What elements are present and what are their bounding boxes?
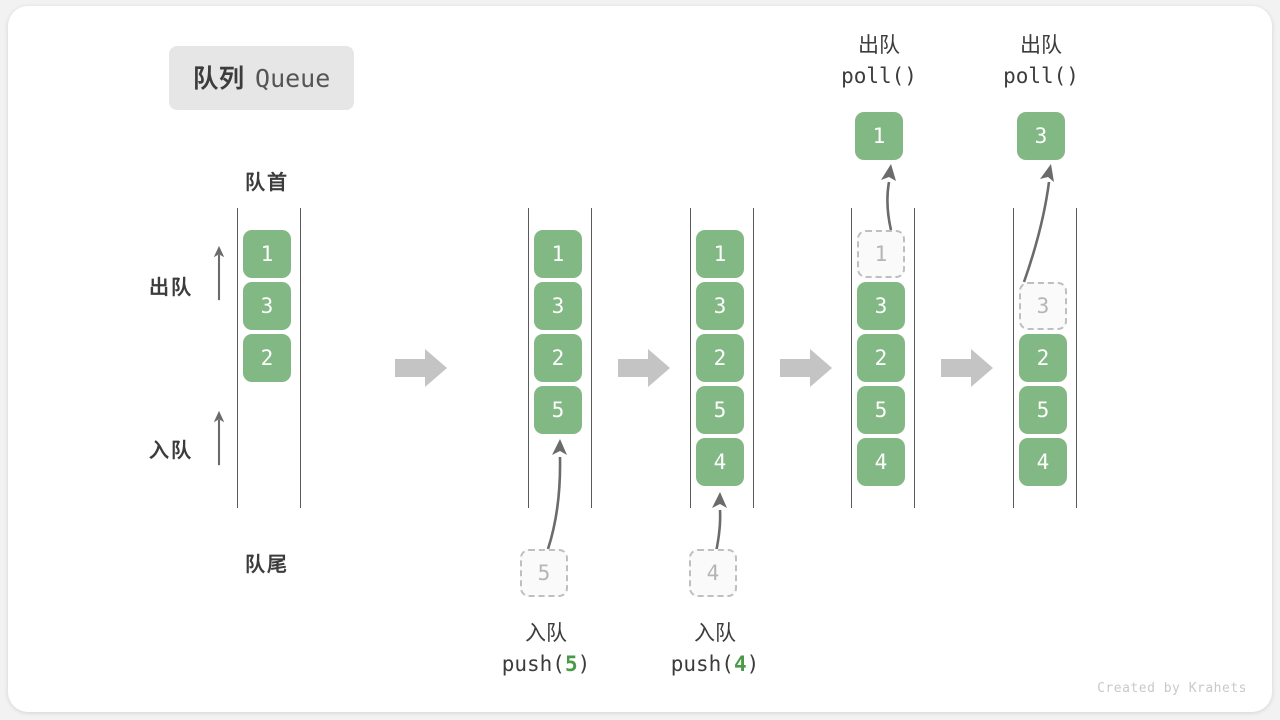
flow-arrow-icon <box>780 349 832 387</box>
push-5-ghost-cell: 5 <box>520 549 568 597</box>
rail-right <box>300 208 301 508</box>
queue-cell: 3 <box>696 282 744 330</box>
poll-1-caption-code: poll() <box>841 64 917 89</box>
queue-cell-removed: 1 <box>857 230 905 278</box>
title-chinese: 队列 <box>193 65 246 93</box>
queue-head-label: 队首 <box>245 172 289 194</box>
rail-left <box>851 208 852 508</box>
queue-cell: 2 <box>534 334 582 382</box>
rail-left <box>528 208 529 508</box>
push-4-code-suffix: ) <box>746 652 760 677</box>
poll-2-caption-cn: 出队 <box>1020 34 1062 57</box>
push-4-caption: 入队 push(4) <box>630 619 800 680</box>
queue-cell: 5 <box>696 386 744 434</box>
rail-right <box>753 208 754 508</box>
queue-cell: 1 <box>534 230 582 278</box>
queue-cell: 3 <box>534 282 582 330</box>
enqueue-direction-label: 入队 <box>149 440 193 462</box>
rail-right <box>1076 208 1077 508</box>
dequeue-direction-label: 出队 <box>149 277 193 299</box>
push-4-code-prefix: push( <box>670 652 734 677</box>
flow-arrow-icon <box>618 349 670 387</box>
queue-cell: 1 <box>243 230 291 278</box>
queue-cell: 4 <box>1019 438 1067 486</box>
rail-left <box>237 208 238 508</box>
push-4-ghost-cell: 4 <box>689 549 737 597</box>
queue-cell: 2 <box>1019 334 1067 382</box>
title-english: Queue <box>255 64 331 93</box>
credit-text: Created by Krahets <box>1097 681 1247 696</box>
push-4-caption-cn: 入队 <box>694 622 736 645</box>
flow-arrow-icon <box>941 349 993 387</box>
diagram-card: 队列 Queue 队首 队尾 出队 入队 1 3 2 1 3 2 5 5 <box>8 6 1272 712</box>
push-4-code-value: 4 <box>733 652 747 677</box>
dequeue-direction-arrow-icon <box>213 245 225 301</box>
queue-cell-removed: 3 <box>1019 282 1067 330</box>
queue-cell: 5 <box>1019 386 1067 434</box>
rail-left <box>1013 208 1014 508</box>
queue-cell: 3 <box>243 282 291 330</box>
enqueue-direction-arrow-icon <box>213 410 225 466</box>
poll-1-caption: 出队 poll() <box>814 31 944 92</box>
push-5-arrow-icon <box>546 439 567 550</box>
push-5-caption-cn: 入队 <box>525 622 567 645</box>
queue-cell: 4 <box>857 438 905 486</box>
queue-cell: 4 <box>696 438 744 486</box>
queue-cell: 3 <box>857 282 905 330</box>
flow-arrow-icon <box>395 349 447 387</box>
push-5-caption: 入队 push(5) <box>461 619 631 680</box>
rail-left <box>690 208 691 508</box>
poll-2-caption-code: poll() <box>1003 64 1079 89</box>
poll-1-arrow-icon <box>881 164 896 231</box>
poll-1-caption-cn: 出队 <box>858 34 900 57</box>
push-5-code-prefix: push( <box>501 652 565 677</box>
queue-cell: 1 <box>696 230 744 278</box>
queue-cell: 5 <box>534 386 582 434</box>
push-5-code-suffix: ) <box>577 652 591 677</box>
push-5-caption-code: push(5) <box>461 649 631 679</box>
rail-right <box>591 208 592 508</box>
poll-2-caption: 出队 poll() <box>976 31 1106 92</box>
queue-cell: 2 <box>696 334 744 382</box>
push-5-code-value: 5 <box>564 652 578 677</box>
poll-2-arrow-icon <box>1022 164 1054 283</box>
queue-cell: 2 <box>857 334 905 382</box>
push-4-caption-code: push(4) <box>630 649 800 679</box>
queue-cell: 5 <box>857 386 905 434</box>
poll-2-popped-cell: 3 <box>1017 112 1065 160</box>
diagram-title-badge: 队列 Queue <box>169 46 355 110</box>
diagram-stage: 队列 Queue 队首 队尾 出队 入队 1 3 2 1 3 2 5 5 <box>8 6 1272 712</box>
queue-cell: 2 <box>243 334 291 382</box>
push-4-arrow-icon <box>712 492 727 553</box>
poll-1-popped-cell: 1 <box>855 112 903 160</box>
rail-right <box>914 208 915 508</box>
queue-tail-label: 队尾 <box>245 554 289 576</box>
